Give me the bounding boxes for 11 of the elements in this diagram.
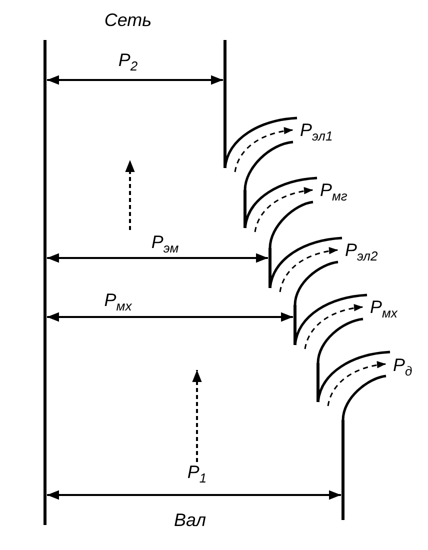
power-label: P$_{мх}$ <box>370 297 398 323</box>
power-label: P$_{мх}$ <box>104 290 132 316</box>
power-label: P$_{д}$ <box>393 355 412 381</box>
power-label: P$_{2}$ <box>118 50 138 76</box>
power-label: P$_{мг}$ <box>320 180 348 206</box>
power-label: P$_{эм}$ <box>151 232 179 258</box>
power-label: P$_{эл2}$ <box>345 240 378 266</box>
network-label: Сеть <box>104 10 152 30</box>
power-label: P$_{1}$ <box>187 462 207 488</box>
power-label: P$_{эл1}$ <box>300 120 333 146</box>
shaft-label: Вал <box>174 510 206 530</box>
